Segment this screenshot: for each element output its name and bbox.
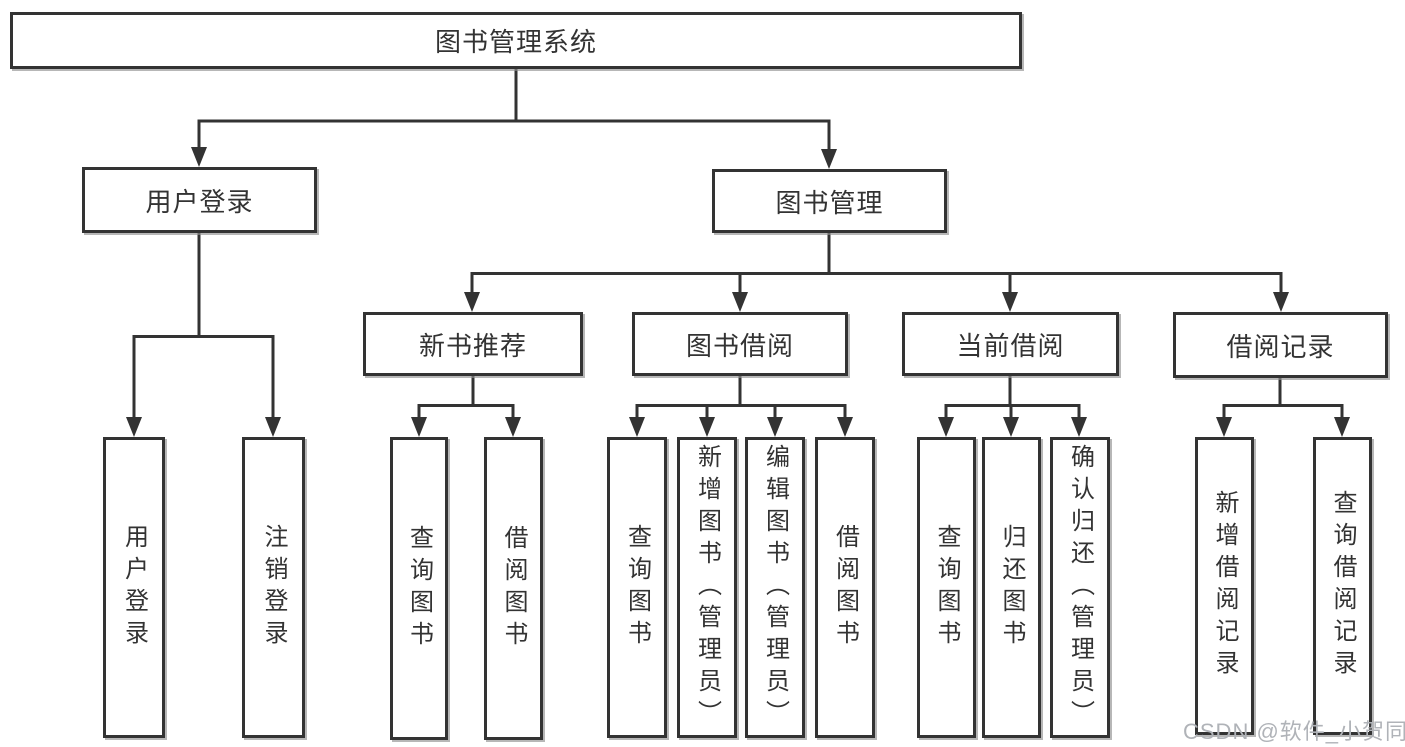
node-new-book-recommend: 新书推荐 (363, 312, 583, 376)
leaf-recommend-query-books: 查询图书 (390, 437, 448, 740)
node-root-system-label: 图书管理系统 (434, 27, 597, 57)
leaf-add-borrow-record: 新增借阅记录 (1195, 437, 1254, 735)
leaf-confirm-return-admin-label: 确认归还（管理员） (1066, 443, 1094, 732)
connector-records-to-leaves (1222, 378, 1344, 422)
node-current-borrow-label: 当前借阅 (956, 330, 1065, 361)
leaf-confirm-return-admin: 确认归还（管理员） (1050, 437, 1110, 738)
leaf-borrow-books: 借阅图书 (815, 437, 875, 738)
node-book-management-label: 图书管理 (775, 187, 884, 218)
node-book-borrow-label: 图书借阅 (685, 330, 794, 361)
connector-current-to-leaves (944, 376, 1081, 422)
leaf-query-borrow-record: 查询借阅记录 (1313, 437, 1372, 735)
leaf-recommend-borrow-books-label: 借阅图书 (500, 524, 527, 653)
node-root-system: 图书管理系统 (10, 12, 1022, 69)
node-borrow-records: 借阅记录 (1173, 312, 1388, 378)
leaf-user-login: 用户登录 (103, 437, 165, 738)
leaf-borrow-books-label: 借阅图书 (831, 523, 859, 652)
leaf-logout-label: 注销登录 (260, 523, 287, 652)
leaf-user-login-label: 用户登录 (120, 523, 148, 652)
node-book-management: 图书管理 (712, 169, 947, 233)
leaf-borrow-query-books: 查询图书 (607, 437, 667, 738)
connector-userlogin-to-leaves (132, 233, 275, 422)
connector-root-to-level2 (197, 69, 831, 154)
node-book-borrow: 图书借阅 (632, 312, 848, 376)
leaf-current-query-books-label: 查询图书 (933, 523, 960, 652)
connector-bookmgmt-to-level3 (470, 233, 1283, 297)
leaf-borrow-query-books-label: 查询图书 (623, 523, 651, 652)
leaf-add-books-admin-label: 新增图书（管理员） (693, 443, 721, 732)
connector-borrow-to-leaves (635, 376, 847, 422)
arrowheads (126, 147, 1350, 437)
leaf-query-borrow-record-label: 查询借阅记录 (1329, 490, 1356, 682)
node-user-login-label: 用户登录 (145, 186, 254, 217)
node-current-borrow: 当前借阅 (902, 312, 1119, 376)
leaf-current-query-books: 查询图书 (917, 437, 976, 738)
csdn-watermark: CSDN @软件_小贺同学 (1183, 719, 1405, 744)
leaf-recommend-borrow-books: 借阅图书 (484, 437, 543, 740)
connector-recommend-to-leaves (417, 376, 515, 422)
leaf-return-books: 归还图书 (982, 437, 1041, 738)
leaf-add-borrow-record-label: 新增借阅记录 (1211, 490, 1238, 682)
leaf-edit-books-admin-label: 编辑图书（管理员） (761, 443, 789, 732)
node-new-book-recommend-label: 新书推荐 (418, 330, 527, 361)
leaf-logout: 注销登录 (242, 437, 305, 738)
leaf-return-books-label: 归还图书 (998, 523, 1025, 652)
leaf-edit-books-admin: 编辑图书（管理员） (745, 437, 805, 738)
leaf-recommend-query-books-label: 查询图书 (405, 524, 433, 653)
node-borrow-records-label: 借阅记录 (1226, 331, 1335, 362)
node-user-login: 用户登录 (82, 167, 317, 233)
leaf-add-books-admin: 新增图书（管理员） (677, 437, 737, 738)
